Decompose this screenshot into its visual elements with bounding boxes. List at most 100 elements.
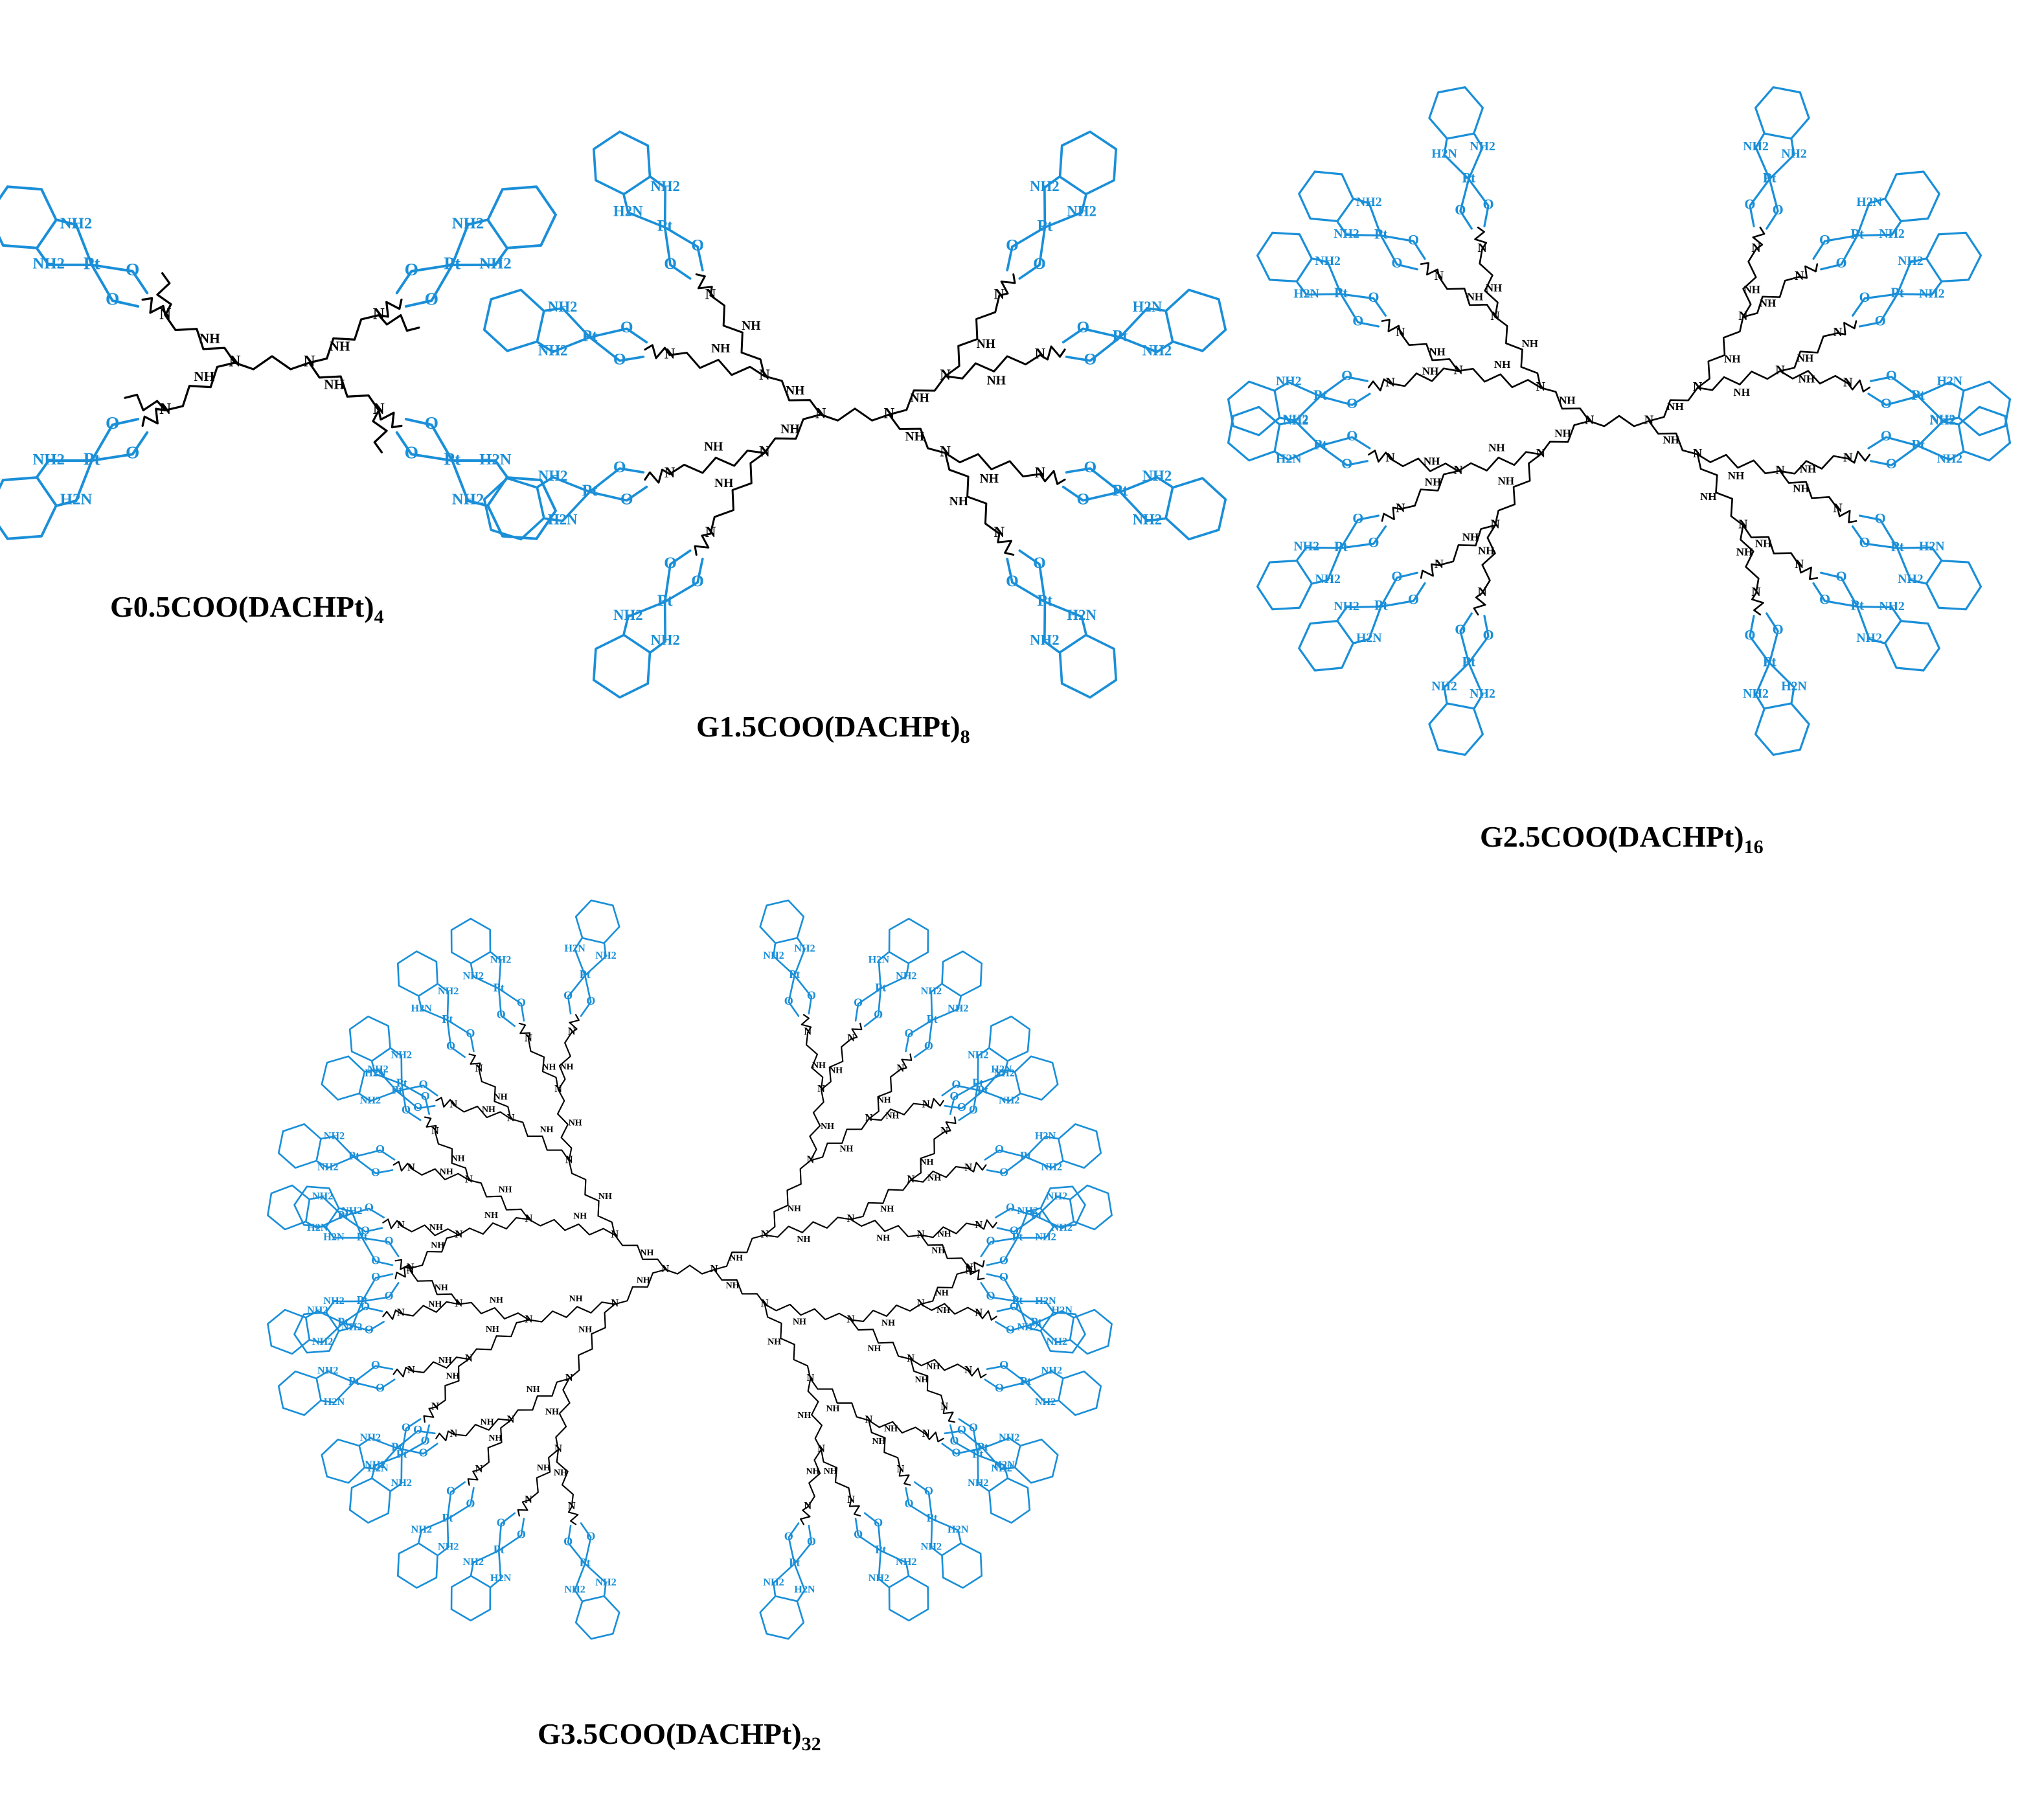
pamam-chain: [409, 1234, 460, 1270]
platinum-label: Pt: [1020, 1375, 1031, 1388]
pamam-chain: [1457, 367, 1542, 389]
amide-label: NH: [1425, 476, 1442, 488]
amine-core-label: N: [611, 1297, 619, 1309]
pamam-chain: [378, 314, 420, 332]
oxygen-label: O: [1881, 428, 1892, 444]
pamam-chain: [850, 1218, 922, 1238]
oxygen-label: O: [995, 1381, 1004, 1394]
amine-core-label: N: [1385, 376, 1395, 390]
amide-label: NH: [540, 1125, 554, 1135]
cyclohexane-ring: [277, 1370, 322, 1416]
pamam-chain: [372, 409, 388, 453]
amine-label: NH2: [1743, 687, 1769, 701]
amine-label: H2N: [948, 1524, 969, 1535]
pamam-chain: [1539, 420, 1591, 455]
pamam-chain: [528, 1301, 616, 1323]
amine-label: NH2: [1052, 1222, 1073, 1233]
pamam-chain: [1696, 315, 1744, 389]
pamam-chain: [233, 355, 311, 371]
oxygen-label: O: [1084, 458, 1096, 476]
oxygen-label: O: [1346, 395, 1357, 411]
amide-label: NH: [527, 1385, 540, 1395]
amine-label: NH2: [548, 299, 578, 315]
platinum-label: Pt: [1763, 654, 1777, 670]
amine-core-label: N: [940, 1125, 948, 1137]
amide-label: NH: [729, 1253, 743, 1263]
cyclohexane-ring: [1884, 619, 1940, 672]
amine-core-label: N: [940, 367, 951, 383]
amine-core-label: N: [1833, 501, 1843, 515]
amide-label: NH: [1663, 434, 1679, 446]
amide-label: NH: [884, 1424, 898, 1433]
amine-core-label: N: [1833, 325, 1843, 339]
pamam-chain: [850, 1319, 912, 1360]
amide-label: NH: [1462, 531, 1479, 543]
platinum-label: Pt: [927, 1012, 938, 1025]
caption-g25: G2.5COO(DACHPt)16: [1480, 819, 1764, 858]
amine-label: H2N: [1293, 286, 1319, 301]
amine-label: NH2: [564, 1583, 585, 1595]
pamam-chain: [478, 1068, 512, 1120]
oxygen-label: O: [1881, 395, 1892, 411]
oxygen-label: O: [999, 1358, 1008, 1371]
oxygen-label: O: [586, 1529, 595, 1542]
cyclohexane-ring: [321, 1055, 366, 1101]
amide-label: NH: [578, 1325, 592, 1334]
oxygen-label: O: [1346, 428, 1357, 444]
amine-label: NH2: [317, 1161, 338, 1173]
pamam-chain: [1779, 332, 1839, 372]
pamam-chain: [1779, 455, 1849, 475]
pamam-chain: [910, 1358, 970, 1372]
pamam-chain: [764, 1216, 852, 1238]
amine-label: H2N: [411, 1003, 433, 1014]
pamam-chain: [910, 1131, 946, 1181]
pamam-chain: [820, 1448, 852, 1502]
pamam-chain: [944, 294, 1001, 378]
amine-label: H2N: [548, 511, 578, 527]
amide-label: NH: [937, 1306, 950, 1316]
pamam-chain: [713, 1234, 766, 1271]
oxygen-label: O: [1819, 591, 1830, 608]
pamam-chain: [556, 1448, 574, 1508]
amide-label: NH: [569, 1294, 583, 1304]
amine-core-label: N: [1795, 269, 1804, 283]
pamam-chain: [394, 1266, 411, 1279]
oxygen-label: O: [1875, 510, 1886, 526]
pamam-chain: [410, 1167, 470, 1181]
oxygen-label: O: [1352, 313, 1363, 329]
oxygen-label: O: [1408, 231, 1419, 247]
pamam-chain: [800, 1506, 811, 1525]
oxygen-label: O: [365, 1201, 374, 1214]
pamam-chain: [997, 532, 1015, 556]
oxygen-label: O: [497, 1008, 506, 1021]
oxygen-label: O: [1773, 621, 1784, 637]
pamam-chain: [164, 361, 236, 412]
amine-label: NH2: [948, 1003, 968, 1014]
amide-label: NH: [438, 1356, 452, 1365]
pamam-chain: [868, 1419, 927, 1435]
amide-label: NH: [1429, 345, 1446, 358]
pamam-chain: [568, 1303, 616, 1380]
amide-label: NH: [1744, 283, 1761, 295]
oxygen-label: O: [419, 1078, 428, 1091]
platinum-label: Pt: [1313, 436, 1327, 452]
pamam-chain: [801, 1014, 812, 1033]
amine-core-label: N: [966, 1261, 973, 1273]
cyclohexane-ring: [0, 476, 58, 540]
cyclohexane-ring: [941, 1542, 983, 1589]
platinum-label: Pt: [1031, 1316, 1042, 1329]
amine-core-label: N: [865, 1112, 873, 1124]
pamam-chain: [423, 1406, 436, 1423]
platinum-label: Pt: [580, 1556, 591, 1569]
amide-label: NH: [826, 1404, 839, 1413]
cyclohexane-ring: [348, 1477, 391, 1524]
amine-label: H2N: [1781, 680, 1807, 694]
